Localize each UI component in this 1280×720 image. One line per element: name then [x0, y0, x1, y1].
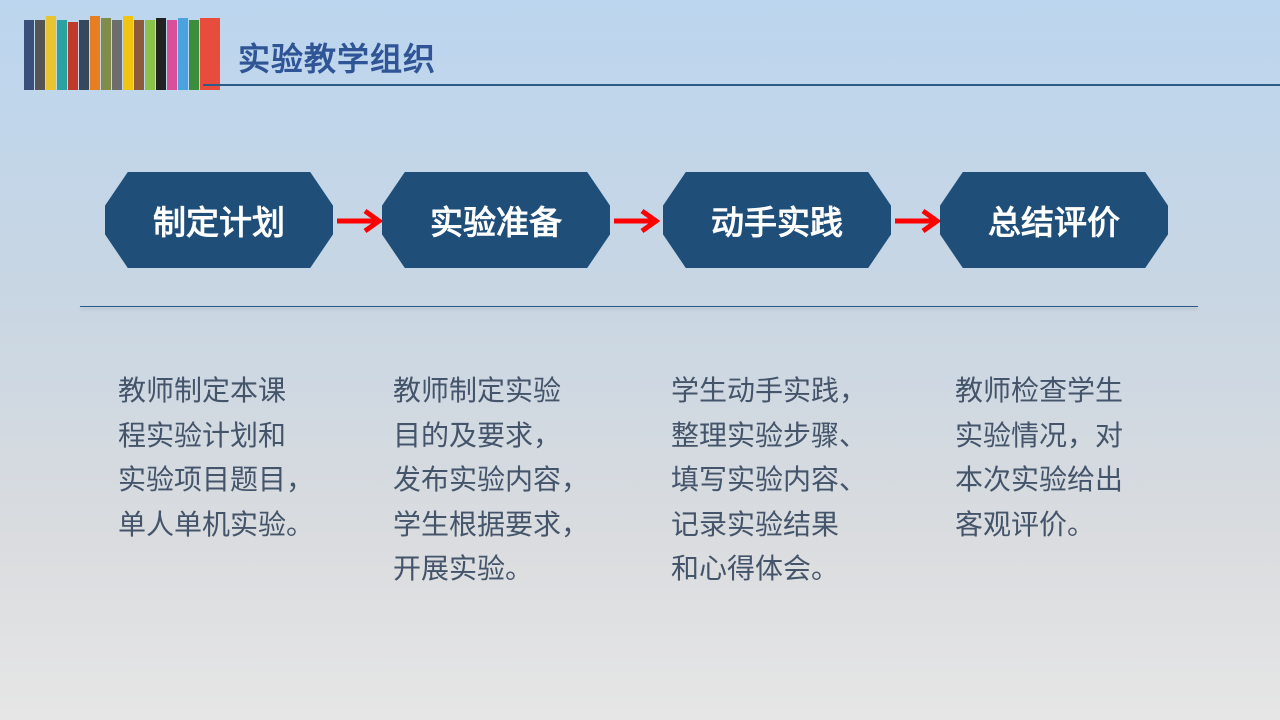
description-line: 教师制定本课 [118, 374, 287, 407]
book-spine [24, 20, 34, 90]
step-description: 教师制定本课程实验计划和实验项目题目， 单人单机实验。 [118, 369, 314, 547]
description-line: 填写实验内容、 [671, 463, 868, 496]
step-3: 动手实践 [663, 172, 891, 268]
book-spine [35, 20, 45, 90]
book-spine [57, 20, 67, 90]
books-logo [24, 16, 220, 90]
description-line: 客观评价。 [955, 507, 1096, 541]
description-line: 程实验计划和 [118, 418, 287, 452]
arrow-right-icon [337, 208, 383, 234]
book-spine [68, 22, 78, 90]
description-line: 实验项目题目， [118, 463, 315, 496]
description-line: 发布实验内容， [393, 463, 590, 496]
step-2: 实验准备 [382, 172, 610, 268]
arrow-right-icon [895, 208, 941, 234]
book-spine [123, 16, 133, 90]
description-line: 教师检查学生 [955, 374, 1124, 407]
step-description: 学生动手实践， 整理实验步骤、填写实验内容、记录实验结果和心得体会。 [671, 369, 867, 592]
arrow-right-icon [614, 208, 660, 234]
book-spine [46, 16, 56, 90]
book-spine [145, 20, 155, 90]
step-1: 制定计划 [105, 172, 333, 268]
description-line: 教师制定实验 [393, 374, 562, 407]
book-spine [101, 18, 111, 90]
book-spine [134, 20, 144, 90]
description-line: 记录实验结果 [671, 507, 840, 541]
description-line: 整理实验步骤、 [671, 418, 868, 452]
book-spine [178, 18, 188, 90]
description-line: 本次实验给出 [955, 463, 1124, 496]
book-spine [200, 18, 220, 90]
step-description: 教师制定实验目的及要求， 发布实验内容， 学生根据要求， 开展实验。 [393, 369, 589, 592]
description-line: 实验情况，对 [955, 418, 1124, 452]
book-spine [167, 20, 177, 90]
book-spine [189, 20, 199, 90]
description-line: 学生动手实践， [671, 374, 868, 407]
book-spine [112, 20, 122, 90]
divider [80, 306, 1198, 307]
book-spine [90, 16, 100, 90]
description-line: 目的及要求， [393, 418, 562, 452]
page-title: 实验教学组织 [238, 40, 437, 78]
step-description: 教师检查学生实验情况，对本次实验给出客观评价。 [955, 369, 1123, 547]
book-spine [156, 18, 166, 90]
step-4: 总结评价 [940, 172, 1168, 268]
book-spine [79, 20, 89, 90]
description-line: 开展实验。 [393, 552, 534, 585]
description-line: 单人单机实验。 [118, 507, 315, 541]
description-line: 和心得体会。 [671, 552, 840, 585]
description-line: 学生根据要求， [393, 507, 590, 541]
title-underline [203, 84, 1280, 86]
